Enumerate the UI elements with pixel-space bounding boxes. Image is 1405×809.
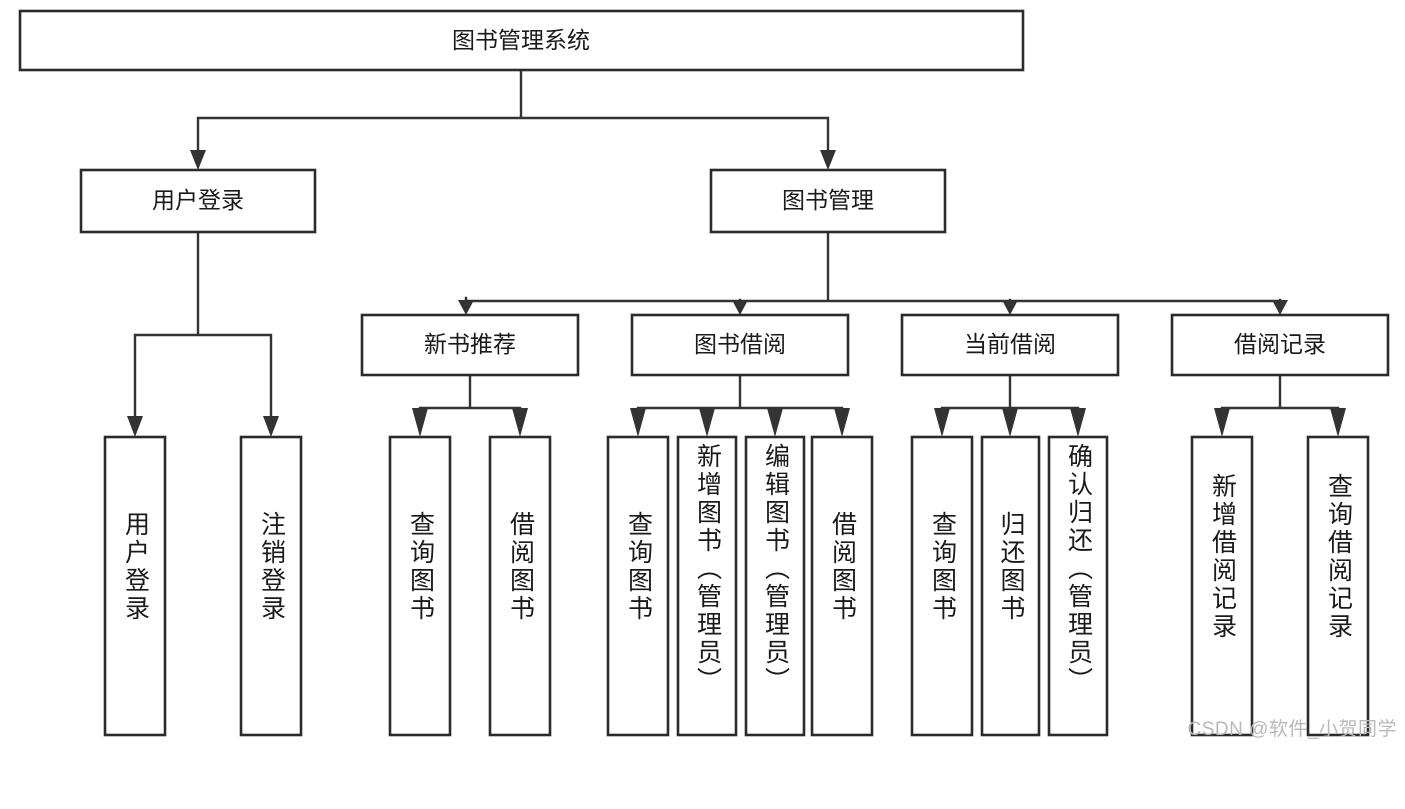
leaf-box-book-borrow-2[interactable] bbox=[676, 435, 738, 737]
node-book-borrow[interactable]: 图书借阅 bbox=[630, 313, 850, 377]
node-new-book-recommend[interactable]: 新书推荐 bbox=[360, 313, 580, 377]
leaf-box-user-login-1[interactable] bbox=[103, 435, 167, 737]
node-borrow-record-box[interactable] bbox=[1170, 313, 1390, 377]
node-current-borrow-box[interactable] bbox=[900, 313, 1120, 377]
arrow-current-borrow-leaf-3 bbox=[1070, 408, 1086, 437]
flowchart-canvas: 图书管理系统 用户登录 图书管理 新书推荐 图书借阅 bbox=[18, 9, 1390, 737]
edge-book-manage-to-bus bbox=[464, 230, 1282, 303]
node-borrow-record[interactable]: 借阅记录 bbox=[1170, 313, 1390, 377]
arrow-book-borrow-leaf-4 bbox=[834, 408, 850, 437]
arrow-to-book-manage bbox=[820, 150, 836, 170]
leaf-box-borrow-record-1[interactable] bbox=[1190, 435, 1254, 737]
arrow-new-book-leaf-2 bbox=[512, 408, 528, 437]
leaf-box-book-borrow-1[interactable] bbox=[606, 435, 670, 737]
arrow-user-login-leaf-1 bbox=[127, 416, 143, 437]
node-book-manage-label: 图书管理 bbox=[782, 187, 874, 213]
node-new-book-recommend-label: 新书推荐 bbox=[424, 331, 516, 357]
edge-new-book-to-bus bbox=[418, 373, 522, 410]
csdn-watermark: CSDN @软件_小贺同学 bbox=[1187, 719, 1397, 740]
node-book-manage-box[interactable] bbox=[709, 168, 947, 234]
arrow-current-borrow-leaf-2 bbox=[1002, 408, 1018, 437]
arrow-to-book-borrow bbox=[732, 300, 748, 315]
node-current-borrow-label: 当前借阅 bbox=[964, 331, 1056, 357]
node-user-login-box[interactable] bbox=[79, 168, 317, 234]
leaf-box-user-login-2[interactable] bbox=[239, 435, 303, 737]
leaf-box-borrow-record-2[interactable] bbox=[1306, 435, 1370, 737]
leaf-box-new-book-2[interactable] bbox=[488, 435, 552, 737]
node-user-login-label: 用户登录 bbox=[152, 187, 244, 213]
arrow-user-login-leaf-2 bbox=[263, 416, 279, 437]
node-book-manage[interactable]: 图书管理 bbox=[709, 168, 947, 234]
arrow-to-borrow-record bbox=[1272, 300, 1288, 315]
leaf-box-book-borrow-4[interactable] bbox=[810, 435, 874, 737]
edge-borrow-record-to-bus bbox=[1220, 373, 1340, 410]
arrow-borrow-record-leaf-1 bbox=[1214, 408, 1230, 437]
node-user-login[interactable]: 用户登录 bbox=[79, 168, 317, 234]
node-new-book-recommend-box[interactable] bbox=[360, 313, 580, 377]
leaf-box-new-book-1[interactable] bbox=[388, 435, 452, 737]
arrow-book-borrow-leaf-1 bbox=[630, 408, 646, 437]
edge-current-borrow-to-bus bbox=[940, 373, 1080, 410]
leaf-box-current-borrow-1[interactable] bbox=[910, 435, 974, 737]
arrow-borrow-record-leaf-2 bbox=[1330, 408, 1346, 437]
node-root[interactable]: 图书管理系统 bbox=[18, 9, 1025, 72]
arrow-to-user-login bbox=[190, 150, 206, 170]
leaf-box-current-borrow-3[interactable] bbox=[1047, 435, 1109, 737]
edge-book-borrow-to-bus bbox=[636, 373, 844, 410]
flowchart-diagram: 图书管理系统 用户登录 图书管理 新书推荐 图书借阅 bbox=[18, 9, 1397, 740]
node-root-box[interactable] bbox=[18, 9, 1025, 72]
arrow-new-book-leaf-1 bbox=[412, 408, 428, 437]
arrow-book-borrow-leaf-3 bbox=[767, 408, 783, 437]
edge-root-to-bus bbox=[196, 68, 830, 154]
node-root-label: 图书管理系统 bbox=[452, 27, 590, 53]
nodes-layer: 图书管理系统 用户登录 图书管理 新书推荐 图书借阅 bbox=[18, 9, 1390, 737]
arrow-book-borrow-leaf-2 bbox=[699, 408, 715, 437]
node-book-borrow-box[interactable] bbox=[630, 313, 850, 377]
edge-user-login-to-bus bbox=[133, 230, 273, 420]
edges-layer bbox=[127, 68, 1346, 437]
leaf-box-current-borrow-2[interactable] bbox=[980, 435, 1041, 737]
arrow-to-new-book bbox=[458, 300, 474, 315]
node-book-borrow-label: 图书借阅 bbox=[694, 331, 786, 357]
node-current-borrow[interactable]: 当前借阅 bbox=[900, 313, 1120, 377]
node-borrow-record-label: 借阅记录 bbox=[1234, 331, 1326, 357]
arrow-current-borrow-leaf-1 bbox=[934, 408, 950, 437]
leaf-box-book-borrow-3[interactable] bbox=[744, 435, 806, 737]
arrow-to-current-borrow bbox=[1002, 300, 1018, 315]
